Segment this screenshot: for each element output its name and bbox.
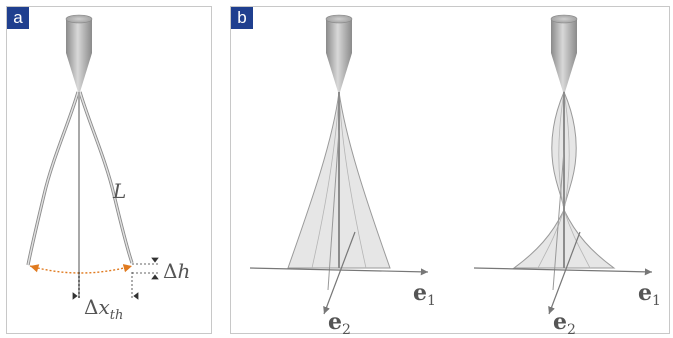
panel-a-fibers (26, 91, 134, 298)
panel-a-dh-marker (132, 257, 160, 280)
panel-a-tag: a (7, 7, 29, 29)
panel-b-left-membrane (287, 91, 391, 291)
panel-b-right-membrane (512, 90, 616, 291)
label-delta-x-th: Δxth (84, 295, 123, 323)
panel-a-holder (65, 14, 93, 92)
panel-a-dx-marker (72, 272, 139, 300)
panel-b-tag: b (231, 7, 253, 29)
label-e1-right: e1 (638, 280, 661, 309)
panel-b: b (230, 6, 670, 334)
panel-b-right-axes (473, 231, 653, 315)
label-delta-h: Δh (163, 259, 190, 283)
panel-b-left-axes (249, 231, 429, 315)
label-e1-left: e1 (413, 280, 436, 309)
panel-b-left-holder (325, 14, 353, 92)
panel-b-right-holder (550, 14, 578, 92)
label-length: L (112, 179, 126, 203)
panel-a: a (6, 6, 212, 334)
label-e2-right: e2 (553, 309, 576, 338)
panel-a-sweep-arc (29, 264, 133, 274)
label-e2-left: e2 (328, 309, 351, 338)
